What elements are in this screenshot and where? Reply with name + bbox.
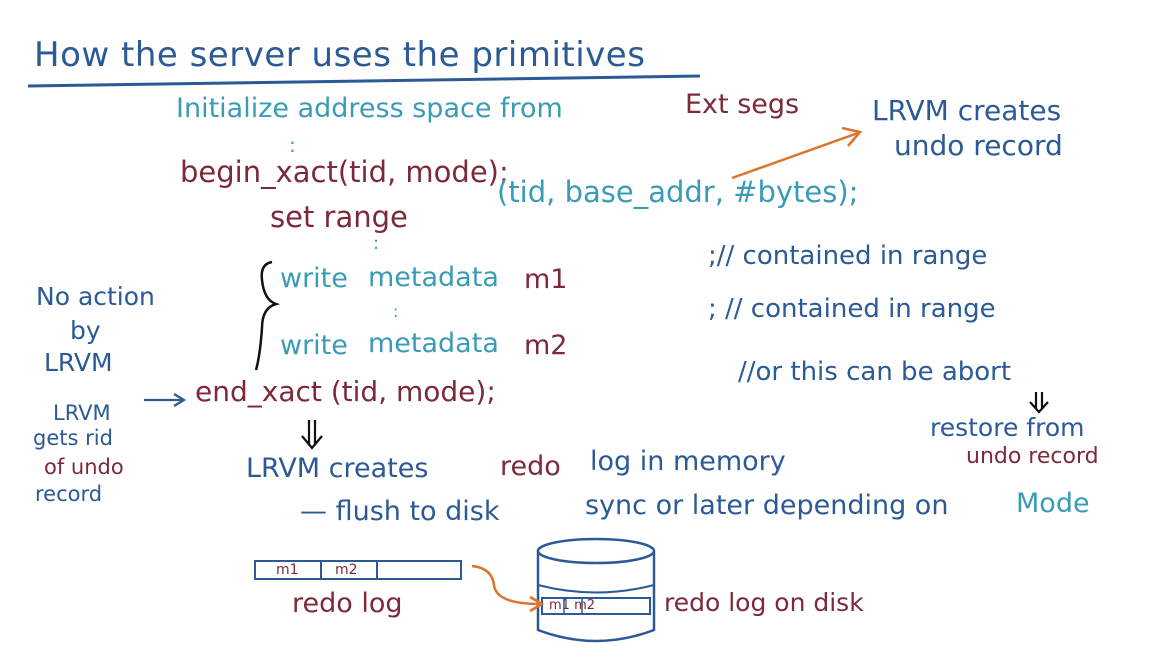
disk-log-strip [541,597,651,615]
gets-rid-line4: record [35,482,103,506]
var-m2: m2 [524,330,568,361]
undo-arrow [731,131,859,180]
metadata-label-2: metadata [368,328,499,359]
ellipsis-dots-2: : [373,233,380,254]
redo-log-cell-m1: m1 [256,562,322,578]
redo-lrvm-creates: LRVM creates [246,453,429,484]
write-keyword-2: write [280,330,348,361]
title-underline [27,74,701,88]
redo-log-cell-m2-label: m2 [335,562,358,578]
begin-xact-line: begin_xact(tid, mode); [180,155,509,189]
redo-log-box: m1 m2 [254,560,462,580]
redo-log-in-memory: log in memory [590,446,786,477]
var-m1: m1 [524,264,568,295]
restore-line1: restore from [930,413,1085,442]
page-title: How the server uses the primitives [34,35,646,75]
set-range-keyword: set range [270,200,408,234]
undo-note-line2: undo record [894,129,1063,162]
disk-cells-label: m1 m2 [549,598,596,613]
end-xact-line: end_xact (tid, mode); [195,375,496,408]
undo-arrow-head [841,126,863,147]
write-keyword-1: write [280,263,348,294]
no-action-line1: No action [36,282,155,311]
flush-arrow [471,564,541,606]
set-range-args: (tid, base_addr, #bytes); [497,175,859,209]
comment-contained-1: ;// contained in range [708,241,988,271]
redo-word: redo [500,451,561,482]
redo-log-on-disk-label: redo log on disk [664,588,864,617]
metadata-label-1: metadata [368,262,499,293]
no-action-line2: by [70,316,101,345]
down-arrow-restore [1029,392,1049,414]
no-action-line3: LRVM [44,348,113,377]
undo-note-line1: LRVM creates [872,94,1062,127]
flush-arrow-head [529,595,545,613]
down-arrow-redo [301,420,323,450]
write-brace [254,260,281,371]
restore-line2: undo record [966,444,1099,469]
gets-rid-arrow-head [173,393,187,407]
redo-log-label: redo log [292,588,403,619]
redo-log-cell-m1-label: m1 [276,562,299,578]
flush-mode: Mode [1016,488,1090,519]
init-line: Initialize address space from [176,93,563,124]
gets-rid-line3: of undo [44,455,124,479]
comment-contained-2: ; // contained in range [708,294,996,324]
disk-cylinder [536,537,656,643]
gets-rid-line2: gets rid [33,426,113,450]
gets-rid-line1: LRVM [53,401,111,425]
init-ext-segs: Ext segs [685,89,800,120]
flush-sync: sync or later depending on [585,490,949,521]
comment-abort: //or this can be abort [738,357,1012,387]
ellipsis-dots-1: : [289,133,296,157]
flush-line: — flush to disk [300,496,500,527]
redo-log-cell-m2: m2 [322,562,378,578]
ellipsis-dots-3: : [393,302,399,321]
